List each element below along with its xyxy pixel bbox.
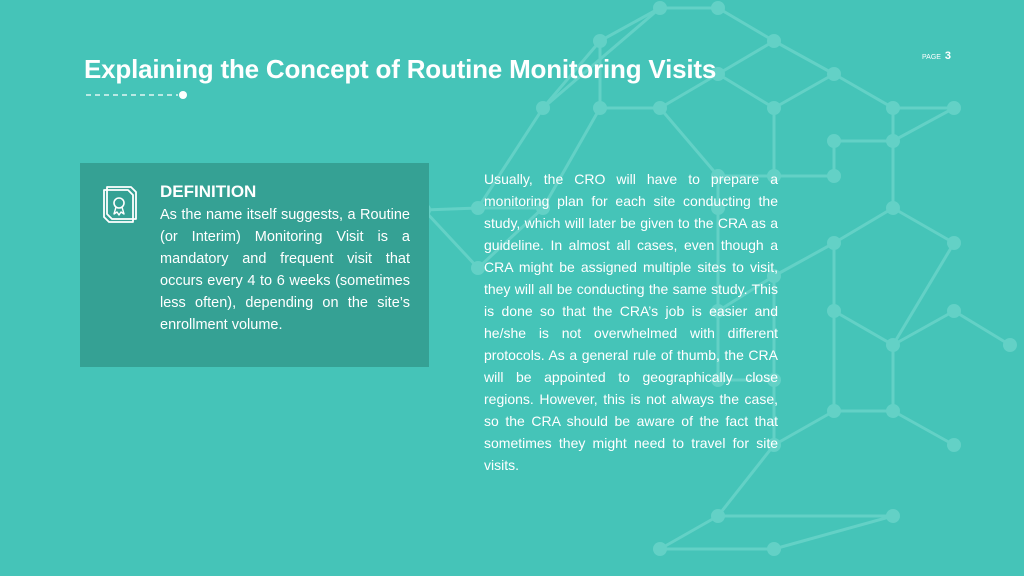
network-link	[772, 39, 836, 76]
network-node	[653, 101, 667, 115]
network-node	[827, 134, 841, 148]
network-link	[891, 106, 956, 143]
network-node	[711, 201, 725, 215]
main-body-text: Usually, the CRO will have to prepare a …	[484, 171, 778, 473]
network-link	[952, 309, 1012, 347]
network-link	[476, 206, 545, 270]
definition-card: DEFINITION As the name itself suggests, …	[80, 163, 429, 367]
network-link	[832, 72, 895, 110]
network-link	[891, 241, 956, 347]
network-link	[541, 106, 602, 210]
network-link	[891, 409, 956, 447]
network-node	[471, 201, 485, 215]
network-link	[772, 514, 895, 551]
network-node	[827, 236, 841, 250]
network-node	[593, 34, 607, 48]
network-node	[1003, 338, 1017, 352]
network-node	[886, 509, 900, 523]
network-node	[711, 67, 725, 81]
network-link	[772, 409, 836, 447]
network-link	[716, 443, 776, 518]
network-node	[886, 201, 900, 215]
network-link	[422, 208, 480, 270]
network-node	[827, 404, 841, 418]
network-node	[711, 1, 725, 15]
title-dashed-rule	[86, 91, 187, 99]
definition-heading: DEFINITION	[160, 182, 257, 201]
network-link	[891, 309, 956, 347]
network-node	[593, 101, 607, 115]
network-node	[947, 101, 961, 115]
certificate-icon	[103, 186, 137, 223]
network-link	[716, 6, 776, 43]
network-node	[767, 169, 781, 183]
network-node	[711, 304, 725, 318]
network-node	[886, 101, 900, 115]
network-link	[772, 241, 836, 278]
page-title: Explaining the Concept of Routine Monito…	[84, 54, 717, 84]
network-link	[832, 206, 895, 245]
network-node	[767, 34, 781, 48]
network-node	[536, 201, 550, 215]
network-node	[947, 438, 961, 452]
network-node	[827, 169, 841, 183]
network-node	[653, 542, 667, 556]
network-node	[711, 509, 725, 523]
network-node	[767, 542, 781, 556]
network-link	[541, 39, 602, 110]
network-link	[541, 6, 662, 110]
network-link	[716, 274, 776, 313]
network-node	[767, 269, 781, 283]
network-link	[598, 6, 662, 43]
page-number-value: 3	[944, 50, 952, 62]
network-link	[658, 106, 720, 178]
network-node	[471, 261, 485, 275]
network-link	[772, 72, 836, 110]
network-node	[711, 169, 725, 183]
network-node	[827, 67, 841, 81]
network-link	[658, 72, 720, 110]
network-link	[476, 106, 545, 210]
network-node	[947, 236, 961, 250]
network-link	[891, 206, 956, 245]
network-node	[947, 304, 961, 318]
page-label: PAGE	[922, 54, 941, 61]
definition-text: As the name itself suggests, a Routine (…	[160, 207, 410, 333]
network-node	[886, 134, 900, 148]
network-link	[658, 514, 720, 551]
network-link	[422, 206, 480, 212]
network-link	[716, 72, 776, 110]
network-node	[886, 338, 900, 352]
network-node	[653, 1, 667, 15]
network-node	[767, 438, 781, 452]
network-node	[711, 373, 725, 387]
network-node	[767, 101, 781, 115]
network-node	[886, 404, 900, 418]
network-link	[832, 309, 895, 347]
network-node	[767, 373, 781, 387]
page-number: PAGE 3	[922, 50, 951, 62]
network-node	[536, 101, 550, 115]
network-link	[716, 39, 776, 76]
network-node	[827, 304, 841, 318]
